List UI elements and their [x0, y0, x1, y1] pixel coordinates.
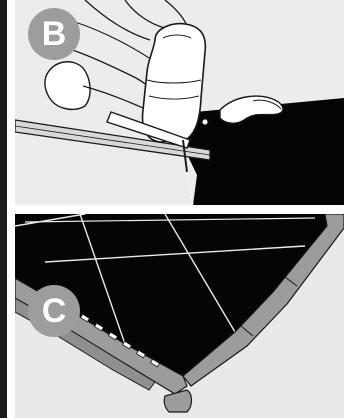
- step-b-badge: B: [28, 8, 80, 60]
- page-edge-divider: [0, 0, 7, 418]
- step-c-label: C: [42, 294, 67, 328]
- step-c-badge: C: [28, 285, 80, 337]
- step-b-panel: B: [15, 0, 344, 205]
- step-c-panel: C: [15, 214, 344, 418]
- step-b-label: B: [42, 17, 67, 51]
